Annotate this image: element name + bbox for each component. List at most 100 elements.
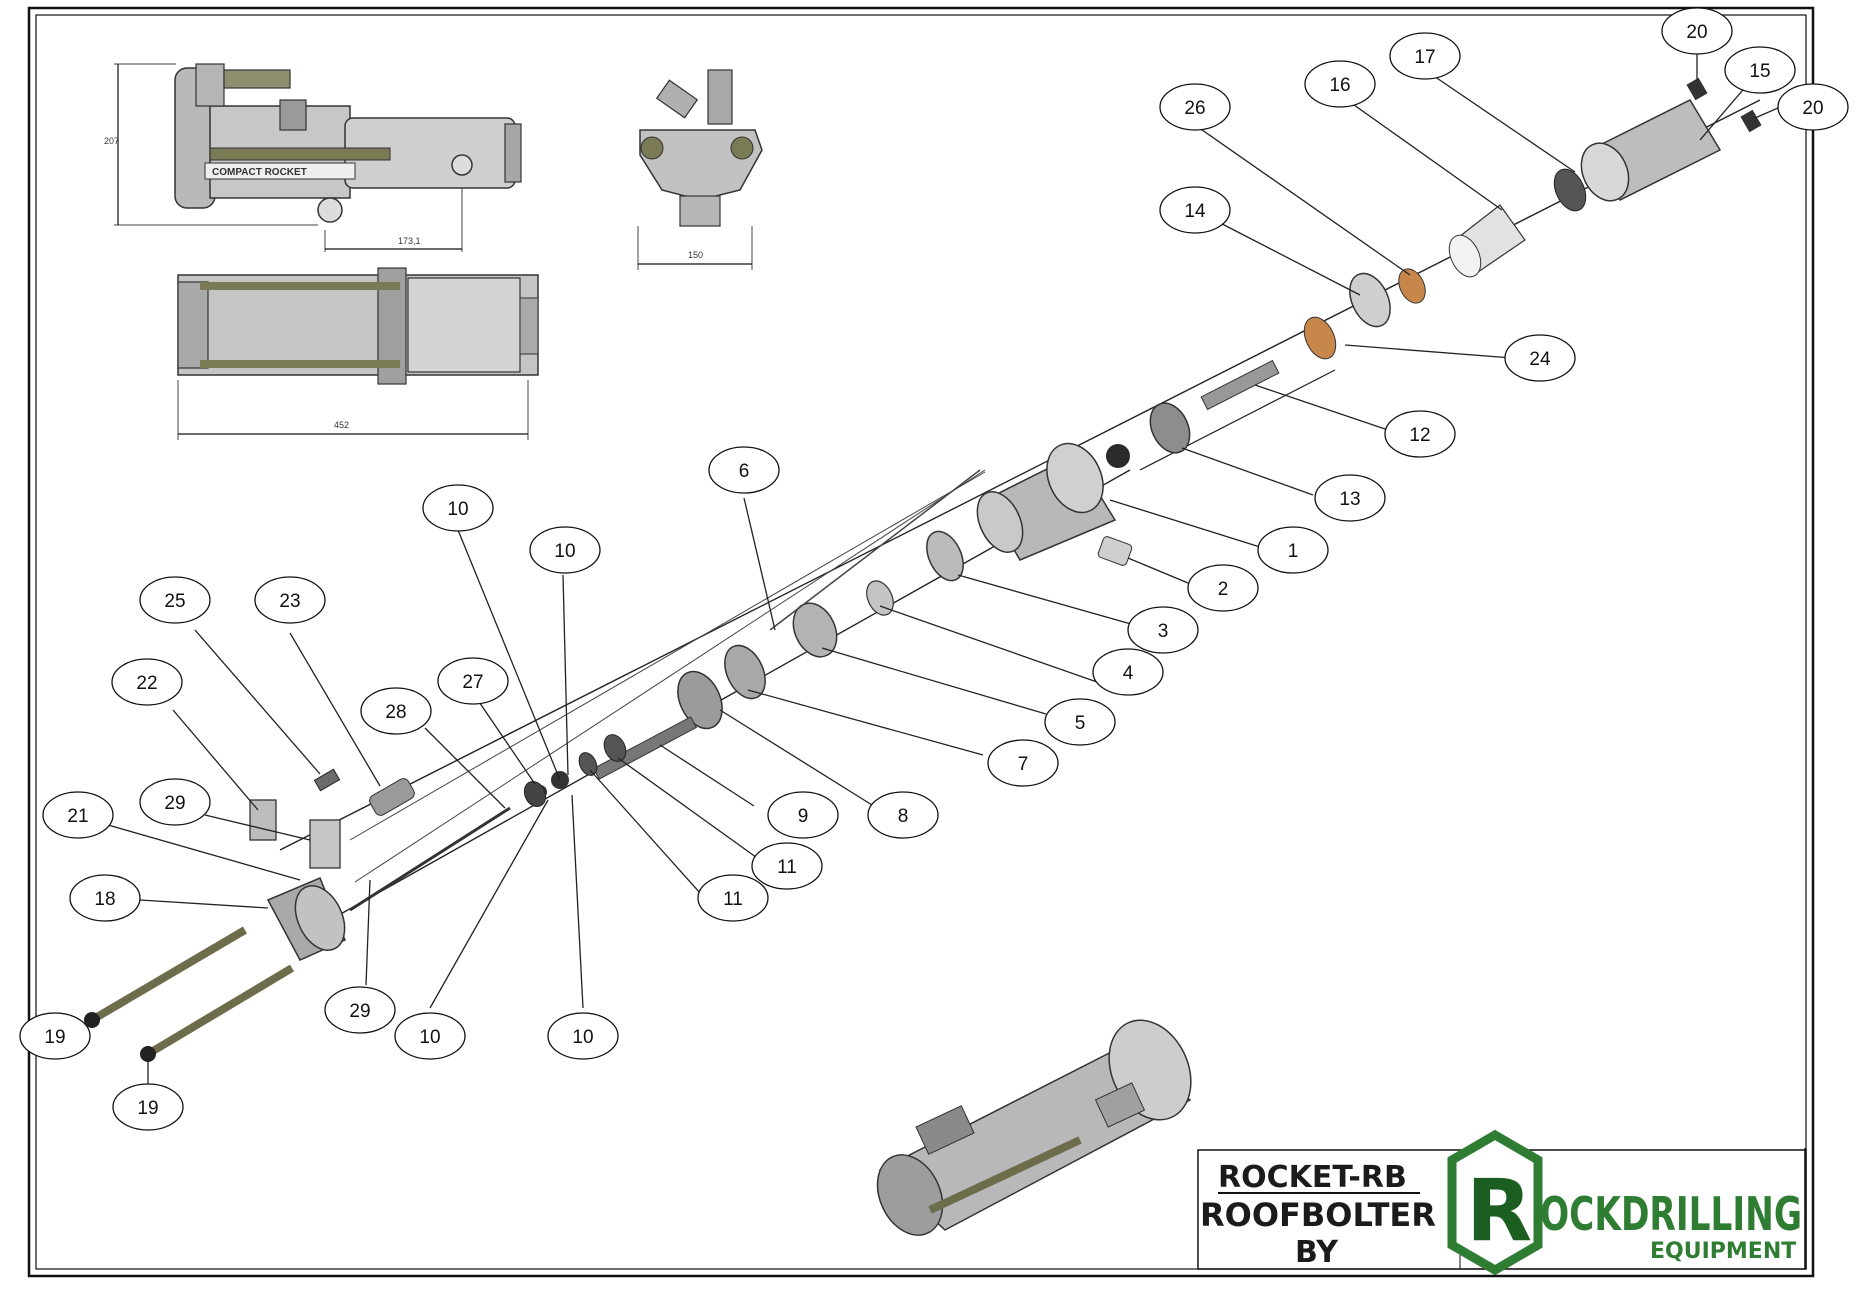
callout-23: 23: [254, 576, 326, 624]
callout-label: 11: [723, 889, 743, 910]
callout-21: 21: [42, 791, 114, 839]
callout-bubble: [697, 874, 769, 922]
leader-lines: [92, 54, 1786, 1085]
callout-label: 29: [349, 1001, 370, 1022]
callout-19: 19: [112, 1083, 184, 1131]
callout-29: 29: [324, 986, 396, 1034]
callout-1: 1: [1257, 526, 1329, 574]
logo-subtext: EQUIPMENT: [1650, 1239, 1796, 1264]
callout-bubble: [1504, 334, 1576, 382]
company-logo: R OCKDRILLING EQUIPMENT: [1447, 1129, 1802, 1276]
callout-label: 4: [1123, 663, 1134, 684]
title-block: ROCKET-RB ROOFBOLTER BY R OCKDRILLING EQ…: [1197, 1129, 1807, 1276]
callout-label: 10: [419, 1027, 440, 1048]
callout-label: 7: [1018, 754, 1029, 775]
callout-25: 25: [139, 576, 211, 624]
callout-9: 9: [767, 791, 839, 839]
callout-bubble: [1777, 83, 1849, 131]
callout-label: 19: [44, 1027, 65, 1048]
callout-19: 19: [19, 1012, 91, 1060]
callout-label: 2: [1218, 579, 1229, 600]
dim-length-label: 452: [334, 420, 349, 430]
callout-label: 11: [777, 857, 797, 878]
callout-label: 25: [164, 591, 185, 612]
callout-bubble: [42, 791, 114, 839]
callout-bubble: [139, 778, 211, 826]
logo-wordmark: OCKDRILLING: [1540, 1187, 1802, 1241]
callout-bubble: [69, 874, 141, 922]
callout-20: 20: [1777, 83, 1849, 131]
callout-label: 10: [447, 499, 468, 520]
callout-bubble: [1724, 46, 1796, 94]
callout-bubble: [987, 739, 1059, 787]
callout-bubble: [1159, 186, 1231, 234]
callout-bubble: [529, 526, 601, 574]
callout-bubble: [1127, 606, 1199, 654]
callout-11: 11: [697, 874, 769, 922]
callout-label: 10: [554, 541, 575, 562]
callout-4: 4: [1092, 648, 1164, 696]
callout-bubble: [547, 1012, 619, 1060]
callout-bubble: [1661, 7, 1733, 55]
callout-label: 29: [164, 793, 185, 814]
callout-20: 20: [1661, 7, 1733, 55]
dim-offset-label: 173,1: [398, 236, 421, 246]
dim-width-label: 150: [688, 250, 703, 260]
callout-3: 3: [1127, 606, 1199, 654]
callout-bubble: [1187, 564, 1259, 612]
callout-bubble: [751, 842, 823, 890]
callout-26: 26: [1159, 83, 1231, 131]
logo-letter: R: [1466, 1161, 1532, 1261]
callout-11: 11: [751, 842, 823, 890]
callout-label: 12: [1409, 425, 1430, 446]
callout-label: 21: [67, 806, 88, 827]
callout-24: 24: [1504, 334, 1576, 382]
sheet-frame: [27, 6, 1815, 1278]
callout-bubble: [422, 484, 494, 532]
callout-label: 14: [1184, 201, 1206, 222]
callout-bubble: [324, 986, 396, 1034]
assembled-render: [876, 1019, 1192, 1236]
callout-bubble: [1159, 83, 1231, 131]
callout-bubble: [254, 576, 326, 624]
callout-label: 19: [137, 1098, 158, 1119]
callout-10: 10: [547, 1012, 619, 1060]
callout-bubble: [112, 1083, 184, 1131]
callout-2: 2: [1187, 564, 1259, 612]
callout-14: 14: [1159, 186, 1231, 234]
callout-10: 10: [529, 526, 601, 574]
callout-bubble: [1314, 474, 1386, 522]
callout-label: 1: [1288, 541, 1299, 562]
callout-16: 16: [1304, 60, 1376, 108]
callout-label: 23: [279, 591, 300, 612]
callout-bubble: [1384, 410, 1456, 458]
callout-bubble: [1389, 32, 1461, 80]
callout-label: 9: [798, 806, 809, 827]
callout-13: 13: [1314, 474, 1386, 522]
callout-label: 16: [1329, 75, 1350, 96]
callout-10: 10: [394, 1012, 466, 1060]
callout-8: 8: [867, 791, 939, 839]
callout-17: 17: [1389, 32, 1461, 80]
exploded-assembly: [84, 77, 1762, 1062]
callout-6: 6: [708, 446, 780, 494]
callout-label: 10: [572, 1027, 593, 1048]
callout-bubble: [867, 791, 939, 839]
callout-label: 28: [385, 702, 406, 723]
callout-label: 26: [1184, 98, 1205, 119]
callout-12: 12: [1384, 410, 1456, 458]
callout-bubble: [1092, 648, 1164, 696]
callout-15: 15: [1724, 46, 1796, 94]
callout-22: 22: [111, 658, 183, 706]
callout-label: 20: [1686, 22, 1707, 43]
callout-label: 15: [1749, 61, 1770, 82]
callout-label: 24: [1529, 349, 1551, 370]
callout-label: 3: [1158, 621, 1169, 642]
callout-29: 29: [139, 778, 211, 826]
callout-18: 18: [69, 874, 141, 922]
front-view-drawing: 150: [637, 69, 763, 270]
callout-bubble: [767, 791, 839, 839]
side-view-drawing: 207 173,1 COMPACT ROCKET: [104, 63, 522, 252]
